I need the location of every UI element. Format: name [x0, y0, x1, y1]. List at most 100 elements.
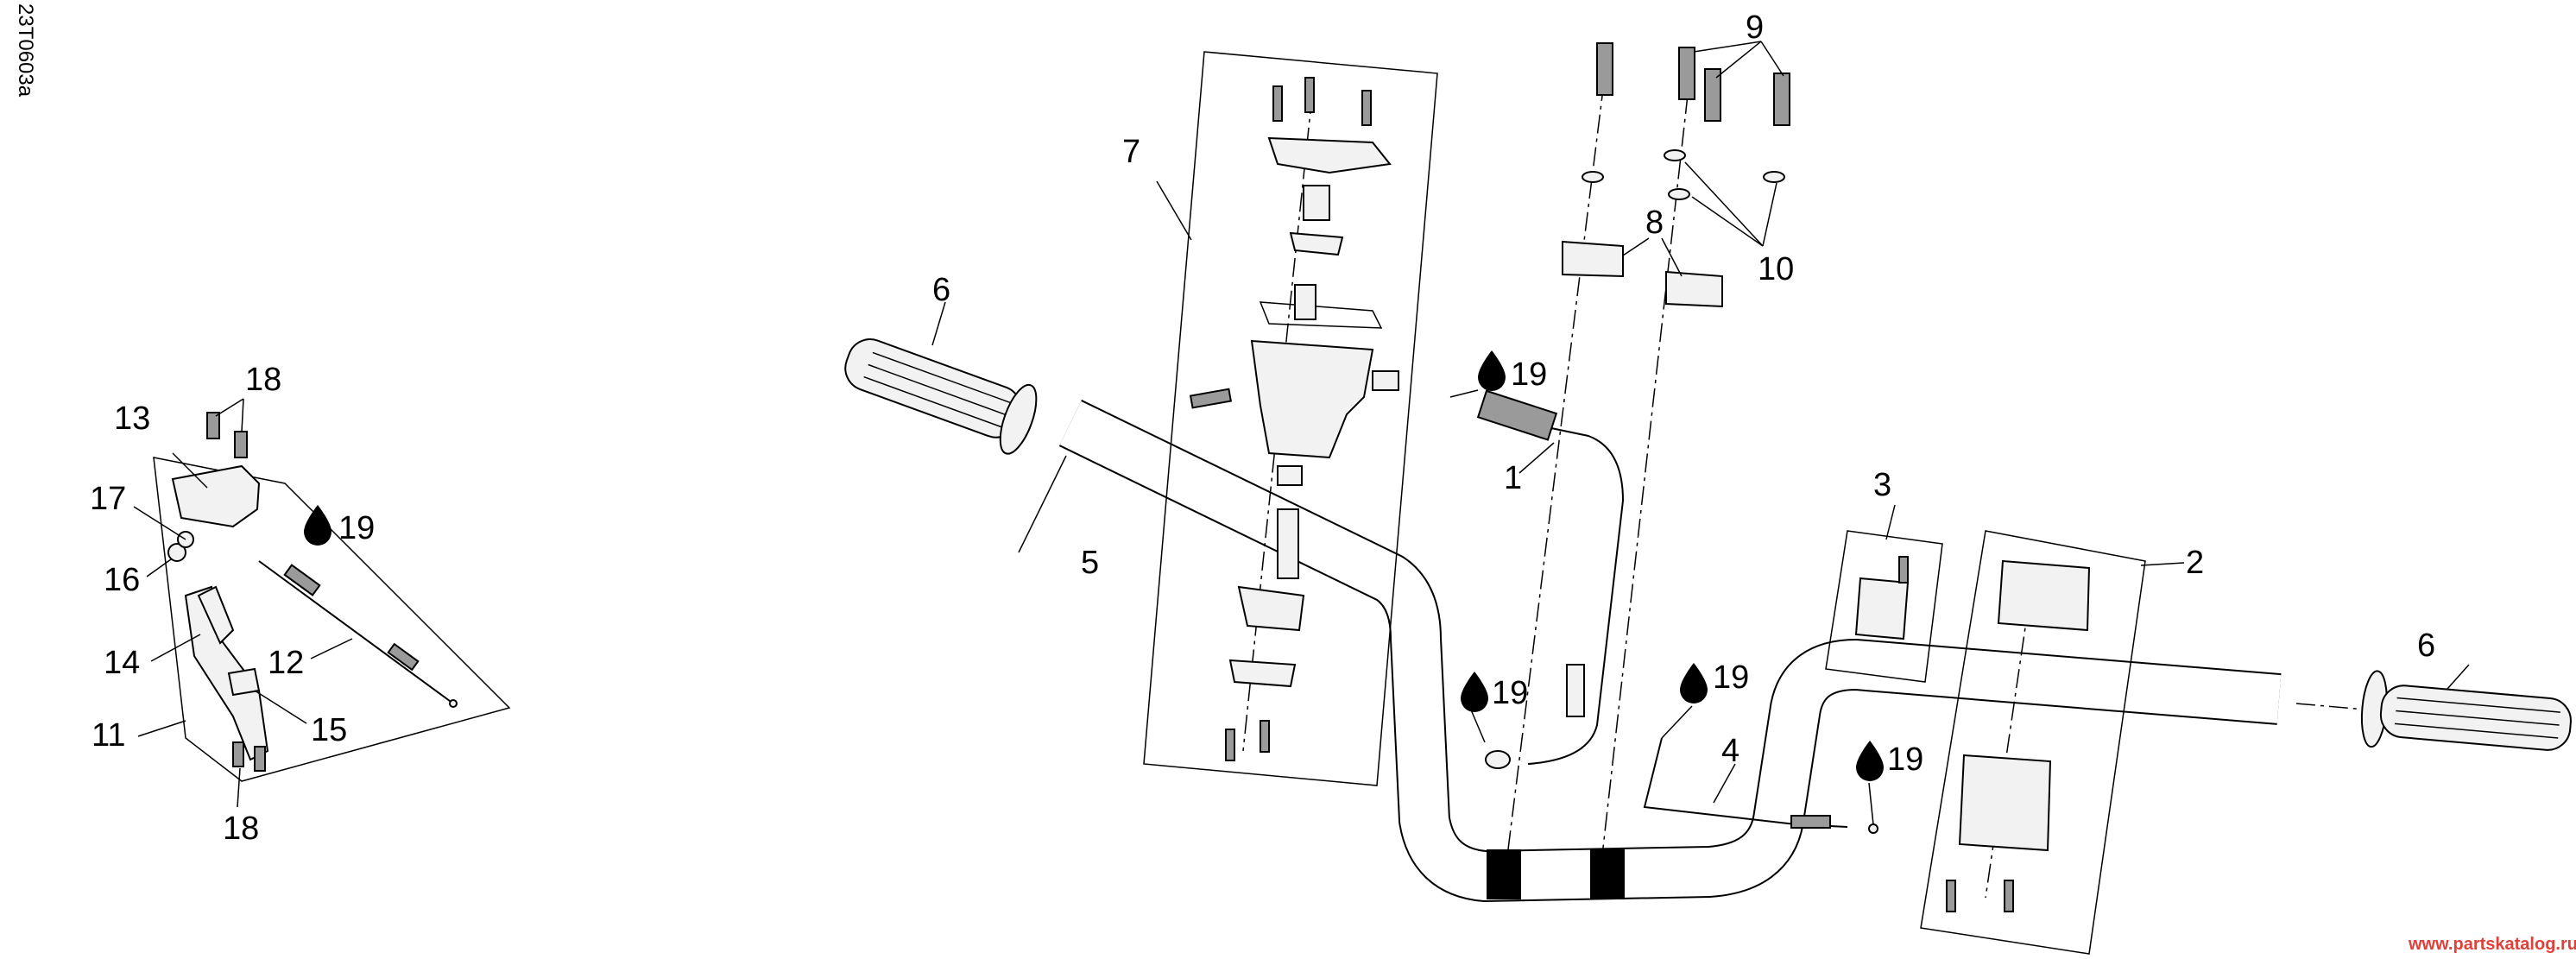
callout-3: 3	[1873, 467, 1891, 503]
leader-19-right	[1868, 782, 1874, 825]
cable-12-tip	[449, 699, 458, 708]
cable-1-sleeve	[1566, 664, 1585, 717]
leader-18b	[237, 767, 241, 808]
bolt-9-d	[1773, 73, 1790, 126]
callout-18-bottom: 18	[223, 811, 259, 847]
leader-6-left	[931, 301, 946, 346]
leader-10-a	[1684, 161, 1764, 247]
screw-18-a	[206, 412, 220, 439]
box-3-frame	[1825, 530, 1943, 683]
screw-18-c	[232, 741, 244, 767]
callout-9: 9	[1746, 9, 1764, 46]
leader-18a-2	[241, 398, 244, 432]
oil-drop-icon	[1856, 741, 1884, 781]
screw-3	[1898, 556, 1909, 584]
callout-11: 11	[92, 717, 125, 754]
leader-10-c	[1762, 182, 1777, 247]
screw-side	[1189, 388, 1232, 409]
cable-4-end	[1790, 815, 1831, 829]
axis-2	[1985, 603, 2030, 899]
callout-19-cable1: 19	[1511, 356, 1547, 393]
nut	[1277, 465, 1303, 486]
oil-drop-icon	[1680, 663, 1708, 703]
washer-10-d	[1763, 171, 1785, 183]
screw-18-d	[254, 746, 266, 772]
leader-4	[1713, 763, 1736, 804]
leader-19-cable1	[1449, 389, 1479, 398]
housing-3	[1854, 577, 1910, 640]
housing-top	[1294, 284, 1316, 320]
cable-1: 1 19 19	[1449, 350, 1625, 769]
housing-stud	[1372, 370, 1399, 391]
screw-15	[227, 667, 261, 697]
leader-5	[1018, 455, 1067, 553]
grip-rib-2	[868, 363, 1007, 416]
callout-4: 4	[1721, 733, 1739, 769]
grip-rib-1	[872, 351, 1011, 404]
bolt-9-b	[1678, 47, 1695, 100]
callout-7: 7	[1122, 134, 1140, 170]
clamp-lower	[1228, 659, 1297, 688]
leader-18a-1	[215, 398, 244, 417]
leader-9-b	[1715, 41, 1762, 79]
throttle-lever-inset: 18 13 17 16 14 12 11 15 18 19	[90, 362, 511, 847]
screw-lower-a	[1225, 729, 1235, 761]
leader-9-c	[1760, 41, 1784, 77]
leader-9-a	[1693, 41, 1762, 53]
screw-lower-b	[1260, 720, 1270, 753]
callout-8: 8	[1645, 205, 1664, 241]
leader-10-b	[1691, 196, 1764, 247]
washer-10-b	[1664, 149, 1686, 161]
callout-15: 15	[311, 712, 347, 748]
leader-7	[1156, 180, 1192, 241]
switch-upper	[1997, 559, 2091, 632]
leader-11	[137, 720, 186, 737]
box-7-frame	[1143, 51, 1438, 786]
handlebar-tube	[1059, 401, 2282, 900]
leader-19-cable4	[1661, 705, 1693, 739]
callout-14: 14	[104, 645, 140, 681]
cable-4: 4 19 19	[1643, 659, 1923, 834]
callout-16: 16	[104, 562, 140, 598]
knurl-left	[1487, 849, 1521, 899]
leader-6-right	[2447, 664, 2470, 690]
screw-cover-a	[1272, 85, 1283, 122]
watermark: www.partskatalog.ru	[2408, 935, 2576, 954]
callout-6-left: 6	[932, 272, 950, 308]
leader-12	[310, 638, 353, 659]
axis-grip-right	[2295, 703, 2366, 710]
leader-17	[133, 506, 186, 540]
leader-19-lower	[1469, 707, 1486, 743]
cable-12	[258, 560, 454, 704]
leader-8-a	[1622, 237, 1650, 256]
bolt-9-c	[1704, 68, 1721, 122]
oil-drop-icon	[1478, 350, 1506, 391]
brake-housing-3: 3	[1825, 467, 1943, 683]
box-2-frame	[1920, 530, 2146, 955]
washer-10-a	[1582, 171, 1604, 183]
shaft	[1277, 508, 1299, 579]
housing-body	[1250, 339, 1374, 459]
grip-rib-3	[863, 375, 1002, 428]
grip-left-6: 6	[844, 272, 1038, 455]
screw-cover-b	[1304, 77, 1315, 113]
callout-2: 2	[2186, 545, 2204, 581]
diagram-code: 23T0603a	[14, 3, 37, 98]
leader-15	[254, 690, 307, 724]
leader-2	[2140, 562, 2185, 566]
leader-16	[146, 558, 172, 577]
grip-rib-4	[2396, 697, 2560, 713]
ring-16	[167, 543, 186, 562]
oil-drop-icon	[1461, 672, 1488, 712]
switch-housing-2: 2	[1920, 530, 2204, 955]
callout-13: 13	[114, 401, 150, 437]
cable-1-adjuster	[1476, 389, 1558, 441]
callout-19-lower: 19	[1492, 675, 1528, 711]
grip-rib-6	[2394, 722, 2559, 739]
callout-10: 10	[1758, 251, 1794, 287]
leader-1	[1518, 442, 1555, 474]
axis-clamp-left	[1506, 81, 1605, 864]
pivot-part	[1303, 185, 1330, 221]
